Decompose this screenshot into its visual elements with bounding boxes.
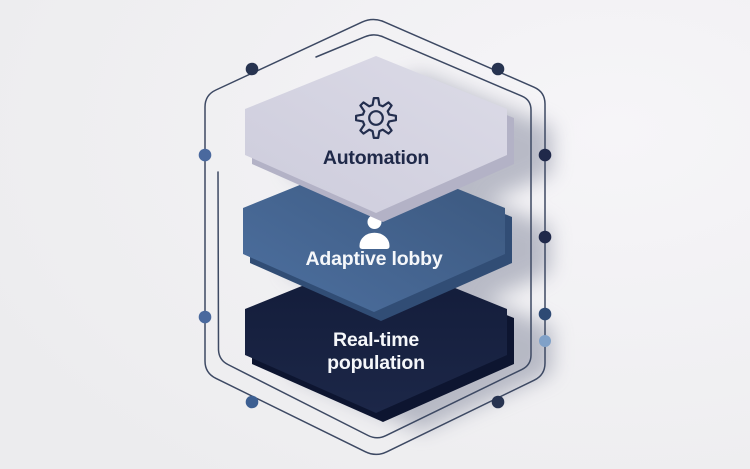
wireframe-dot xyxy=(245,395,259,409)
wireframe-dot xyxy=(491,395,505,409)
layer-label-line1: Real-time xyxy=(333,329,419,351)
wireframe-dot xyxy=(538,230,552,244)
layer-realtime-population: Real-time population xyxy=(245,256,514,422)
wireframe-dot xyxy=(198,310,212,324)
wireframe-dot xyxy=(539,335,551,347)
wireframe-dots xyxy=(198,62,552,409)
wireframe-dot xyxy=(538,148,552,162)
wireframe-dot xyxy=(538,307,552,321)
layer-label-line2: population xyxy=(327,352,425,374)
wireframe-dot xyxy=(245,62,259,76)
hexagon-face xyxy=(245,56,507,213)
wireframe-inner-hexagon xyxy=(217,34,532,439)
wireframe-dot xyxy=(491,62,505,76)
layer-label: Automation xyxy=(323,147,429,169)
hexagon-face xyxy=(245,256,507,413)
layer-automation: Automation xyxy=(245,56,514,222)
wireframe-outer-hexagon xyxy=(204,18,546,456)
gear-icon xyxy=(355,97,397,139)
layer-adaptive-lobby: Adaptive lobby xyxy=(243,155,512,321)
wireframe-dot xyxy=(198,148,212,162)
layer-label: Adaptive lobby xyxy=(306,248,443,270)
